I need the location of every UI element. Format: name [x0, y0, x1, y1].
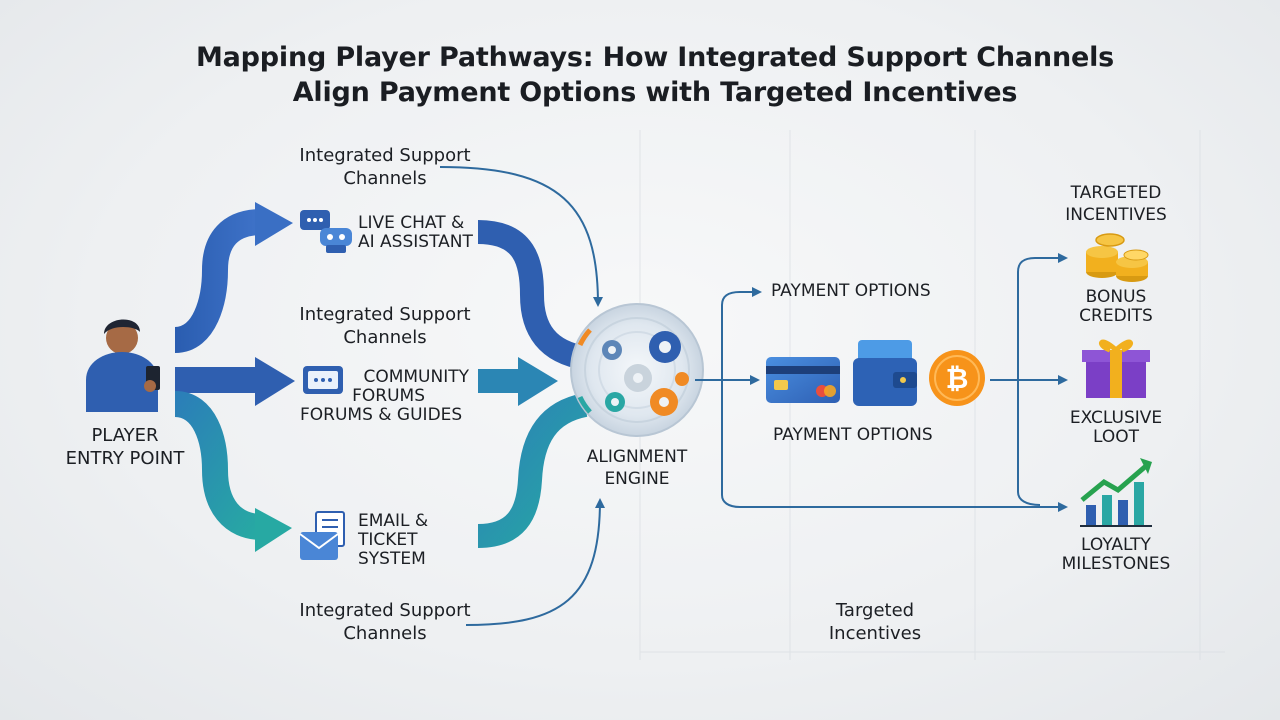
coins-icon — [1086, 233, 1149, 282]
wallet-icon — [853, 340, 917, 406]
loot-label-line-2: LOOT — [1092, 427, 1139, 447]
payment-to-incentive-connectors — [990, 253, 1068, 506]
player-label-line-2: ENTRY POINT — [65, 448, 185, 469]
payment-options-bottom-label: PAYMENT OPTIONS — [773, 425, 933, 445]
community-label-line-2: FORUMS — [352, 386, 425, 406]
incentives-footer-line-1: Targeted — [835, 600, 915, 621]
incentives-heading-line-2: INCENTIVES — [1065, 205, 1167, 225]
page-title: Mapping Player Pathways: How Integrated … — [0, 40, 1280, 110]
player-entry-label: PLAYER ENTRY POINT — [40, 424, 210, 470]
exclusive-loot-label: EXCLUSIVE LOOT — [1046, 409, 1186, 447]
targeted-incentives-footer: Targeted Incentives — [800, 599, 950, 645]
live-chat-label-line-1: LIVE CHAT & — [358, 213, 465, 233]
credit-card-icon — [766, 357, 840, 403]
support-heading-middle-line-1: Integrated Support — [299, 304, 471, 325]
flow-arrowhead-top — [255, 202, 293, 246]
flow-arrowhead-bottom — [255, 508, 292, 552]
support-heading-middle-line-2: Channels — [343, 327, 427, 348]
bonus-label-line-1: BONUS — [1085, 287, 1147, 307]
thin-connectors — [439, 166, 605, 626]
loyalty-milestones-label: LOYALTY MILESTONES — [1046, 536, 1186, 574]
support-heading-middle: Integrated Support Channels — [285, 303, 485, 349]
entry-flows — [173, 202, 295, 552]
bonus-label-line-2: CREDITS — [1079, 306, 1153, 326]
flow-email-to-engine — [477, 393, 588, 548]
email-label-line-1: EMAIL & — [358, 511, 429, 531]
flow-arrow-top — [173, 209, 263, 353]
loyalty-label-line-1: LOYALTY — [1081, 535, 1151, 555]
title-line-2: Align Payment Options with Targeted Ince… — [292, 77, 1018, 108]
incentives-heading-line-1: TARGETED — [1070, 183, 1162, 203]
flow-arrow-bottom — [173, 391, 263, 540]
loot-label-line-1: EXCLUSIVE — [1069, 408, 1163, 428]
support-heading-top-line-1: Integrated Support — [299, 145, 471, 166]
bitcoin-icon: ₿ — [929, 350, 985, 406]
support-heading-bottom: Integrated Support Channels — [285, 599, 485, 645]
alignment-engine-label: ALIGNMENT ENGINE — [563, 446, 711, 490]
player-phone-icon — [86, 319, 160, 412]
loyalty-label-line-2: MILESTONES — [1061, 554, 1171, 574]
payment-options-top-label: PAYMENT OPTIONS — [771, 281, 931, 301]
email-ticket-icon — [299, 511, 345, 560]
community-forums-label: COMMUNITY FORUMS FORUMS & GUIDES — [300, 368, 482, 425]
growth-chart-icon — [1080, 458, 1152, 527]
targeted-incentives-heading: TARGETED INCENTIVES — [1046, 182, 1186, 226]
engine-label-line-1: ALIGNMENT — [586, 447, 688, 467]
player-label-line-1: PLAYER — [91, 425, 159, 446]
title-line-1: Mapping Player Pathways: How Integrated … — [195, 42, 1115, 73]
community-label-line-3: FORUMS & GUIDES — [300, 405, 463, 425]
chat-bot-icon — [300, 210, 352, 253]
flow-community-arrowhead — [518, 357, 558, 406]
support-to-engine-flows — [477, 220, 588, 548]
alignment-engine-icon — [570, 303, 704, 437]
support-heading-bottom-line-2: Channels — [343, 623, 427, 644]
community-label-line-1: COMMUNITY — [363, 367, 469, 387]
gift-icon — [1082, 339, 1150, 398]
support-heading-top-line-2: Channels — [343, 168, 427, 189]
incentives-footer-line-2: Incentives — [828, 623, 922, 644]
live-chat-label-line-2: AI ASSISTANT — [358, 232, 473, 252]
support-heading-bottom-line-1: Integrated Support — [299, 600, 471, 621]
flow-arrowhead-middle — [255, 357, 295, 406]
email-label-line-3: SYSTEM — [358, 549, 426, 569]
bonus-credits-label: BONUS CREDITS — [1046, 288, 1186, 326]
flow-live-chat-to-engine — [477, 220, 588, 370]
svg-text:₿: ₿ — [946, 362, 969, 395]
engine-label-line-2: ENGINE — [604, 469, 670, 489]
engine-to-payment-connectors — [695, 287, 1068, 512]
email-label-line-2: TICKET — [358, 530, 418, 550]
gears-icon — [602, 331, 689, 416]
email-ticket-label: EMAIL & TICKET SYSTEM — [358, 512, 428, 569]
forum-chat-icon — [303, 366, 343, 394]
support-heading-top: Integrated Support Channels — [285, 144, 485, 190]
live-chat-label: LIVE CHAT & AI ASSISTANT — [358, 214, 473, 252]
